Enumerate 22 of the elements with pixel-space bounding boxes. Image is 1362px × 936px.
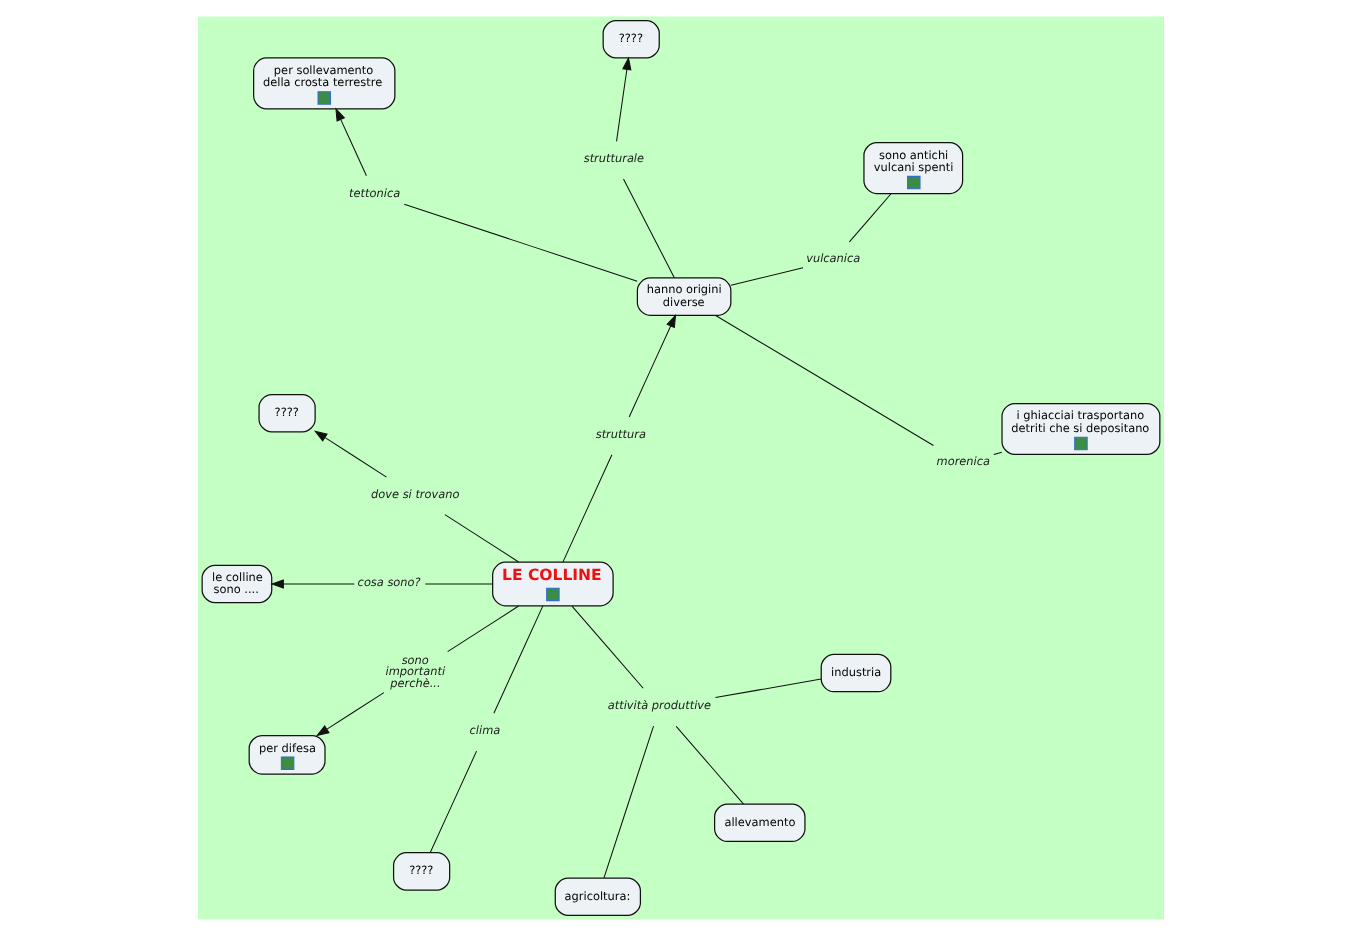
connector [715, 314, 934, 446]
arrow [270, 579, 355, 589]
connector [993, 451, 1003, 456]
connector [447, 605, 520, 653]
connector [424, 583, 494, 585]
arrow [335, 107, 367, 177]
arrow [628, 314, 677, 418]
connector [623, 178, 675, 279]
connector [603, 725, 655, 879]
connector [730, 267, 804, 286]
arrow [315, 692, 385, 737]
connector [493, 605, 544, 714]
connector [675, 725, 745, 805]
connector [444, 514, 520, 563]
connector [848, 193, 892, 243]
connector [562, 454, 613, 563]
connector [714, 678, 822, 699]
connector [429, 750, 478, 853]
arrow [313, 430, 388, 478]
connector [571, 605, 644, 689]
connector [403, 203, 638, 282]
arrow [616, 56, 632, 142]
